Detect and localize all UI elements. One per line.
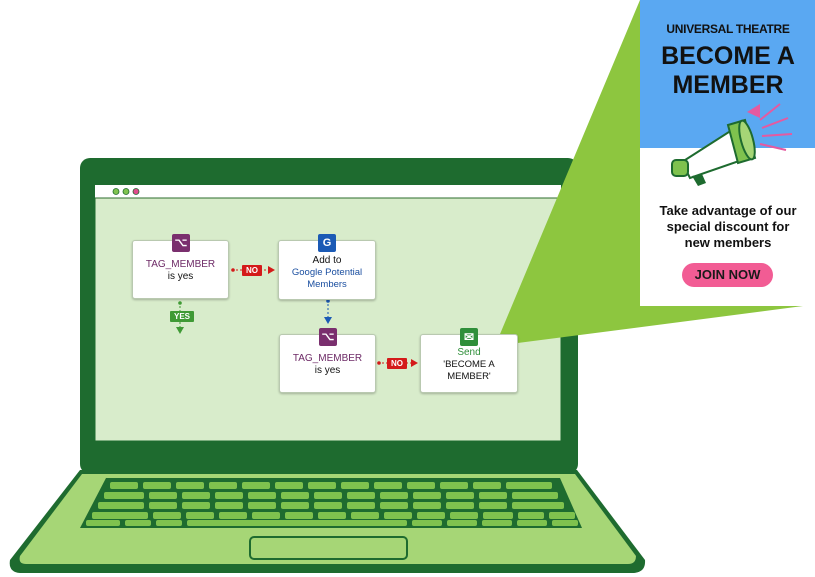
promo-body-2: special discount for bbox=[666, 219, 790, 234]
google-action-line3: Members bbox=[307, 279, 347, 290]
google-action-node[interactable]: G Add to Google Potential Members bbox=[278, 234, 376, 300]
join-now-pill bbox=[682, 263, 773, 287]
condition-text: is yes bbox=[167, 271, 194, 282]
trackpad bbox=[249, 536, 408, 560]
promo-header bbox=[640, 0, 815, 148]
megaphone-icon bbox=[671, 103, 793, 186]
branch-icon: ⌥ bbox=[172, 234, 190, 252]
window-dot-green bbox=[112, 188, 120, 195]
condition-text: is yes bbox=[314, 365, 341, 376]
branch-icon: ⌥ bbox=[319, 328, 337, 346]
condition-tag: TAG_MEMBER bbox=[292, 353, 363, 364]
join-now-button[interactable]: JOIN NOW bbox=[694, 267, 761, 282]
no-label-2: NO bbox=[387, 358, 407, 369]
promo-headline-1: BECOME A bbox=[661, 42, 795, 70]
envelope-icon: ✉ bbox=[460, 328, 478, 346]
google-action-line1: Add to bbox=[312, 255, 342, 266]
browser-titlebar bbox=[95, 185, 561, 198]
promo-brand: UNIVERSAL THEATRE bbox=[666, 22, 790, 36]
send-line2: MEMBER' bbox=[447, 371, 491, 382]
google-action-line2: Google Potential bbox=[291, 267, 363, 278]
window-dot-pink bbox=[132, 188, 140, 195]
condition-node-2[interactable]: ⌥ TAG_MEMBER is yes bbox=[279, 328, 376, 393]
google-icon: G bbox=[318, 234, 336, 252]
send-line1: 'BECOME A bbox=[443, 359, 495, 370]
condition-tag: TAG_MEMBER bbox=[145, 259, 216, 270]
promo-headline-2: MEMBER bbox=[672, 71, 784, 99]
window-dot-green-2 bbox=[122, 188, 130, 195]
send-email-node[interactable]: ✉ Send 'BECOME A MEMBER' bbox=[420, 328, 518, 393]
promo-body-1: Take advantage of our bbox=[659, 203, 797, 218]
promo-body-3: new members bbox=[684, 235, 772, 250]
no-label-1: NO bbox=[242, 265, 262, 276]
send-verb: Send bbox=[457, 347, 481, 358]
keyboard-keys bbox=[86, 482, 578, 526]
condition-node-1[interactable]: ⌥ TAG_MEMBER is yes bbox=[132, 234, 229, 299]
yes-label: YES bbox=[170, 311, 195, 322]
